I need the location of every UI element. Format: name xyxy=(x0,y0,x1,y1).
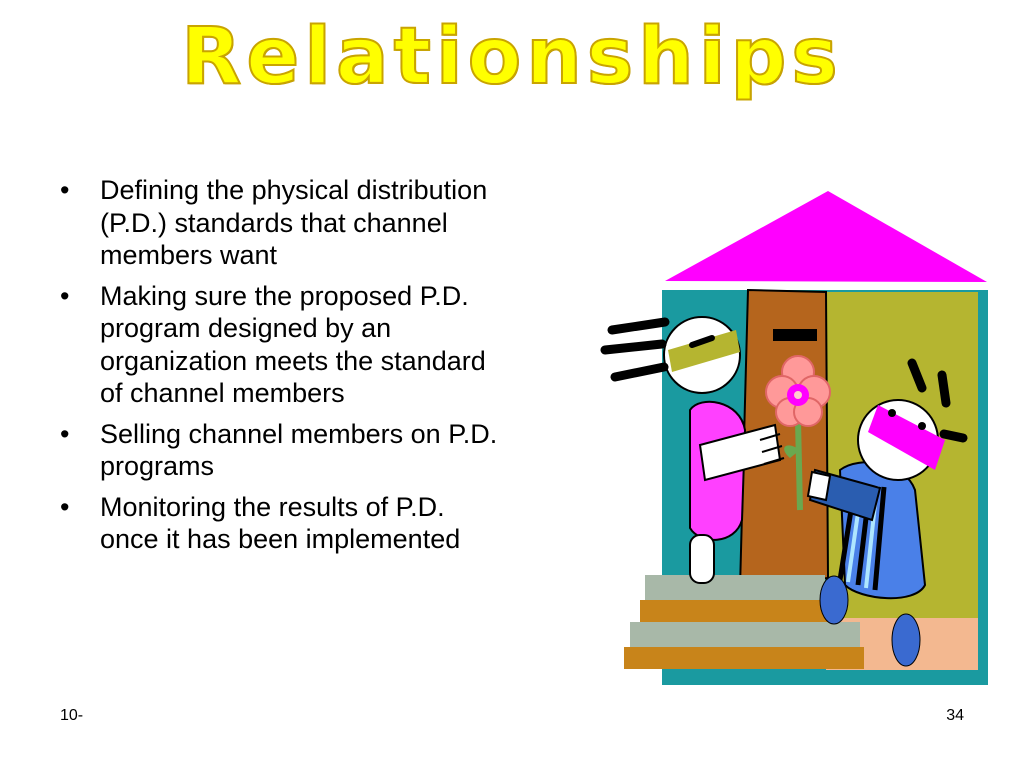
left-person-leg xyxy=(689,534,715,584)
bullet-text: Making sure the proposed P.D. program de… xyxy=(100,280,486,409)
bullet-list: • Defining the physical distribution (P.… xyxy=(58,174,498,564)
bullet-item: • Making sure the proposed P.D. program … xyxy=(58,280,498,410)
motion-lines-right xyxy=(907,358,968,443)
step-bottom-grey xyxy=(630,622,860,648)
right-person-foot xyxy=(819,575,849,625)
footer-page-number: 34 xyxy=(946,707,964,724)
bullet-item: • Selling channel members on P.D. progra… xyxy=(58,418,498,483)
right-person-headband xyxy=(868,405,945,470)
bullet-marker: • xyxy=(60,418,70,449)
bullet-item: • Monitoring the results of P.D. once it… xyxy=(58,491,498,556)
footer-chapter: 10- xyxy=(60,707,84,724)
slide-title: Relationships xyxy=(180,12,843,102)
left-person-headband xyxy=(668,330,740,372)
bullet-item: • Defining the physical distribution (P.… xyxy=(58,174,498,272)
bullet-marker: • xyxy=(60,491,70,522)
motion-lines-left xyxy=(600,317,670,382)
flower-leaf xyxy=(784,445,800,458)
left-person-eye xyxy=(689,335,715,348)
bullet-text: Defining the physical distribution (P.D.… xyxy=(100,175,488,270)
flower-center-dot xyxy=(794,391,802,399)
step-top-orange xyxy=(640,600,830,622)
left-person-fingers xyxy=(759,433,785,465)
roof-shape xyxy=(665,191,987,282)
house-door-flower-clipart xyxy=(600,191,988,685)
flower-stem xyxy=(795,419,803,511)
bullet-text: Monitoring the results of P.D. once it h… xyxy=(100,491,461,555)
bullet-marker: • xyxy=(60,175,70,205)
door-mail-slot xyxy=(773,329,817,341)
right-person-eye xyxy=(918,422,926,430)
step-bottom-orange xyxy=(624,647,864,669)
right-person-eye xyxy=(888,409,896,417)
right-person-hand xyxy=(806,470,832,502)
right-person-foot xyxy=(891,613,921,667)
bullet-text: Selling channel members on P.D. programs xyxy=(100,418,498,482)
bullet-marker: • xyxy=(60,280,70,311)
step-top-grey xyxy=(645,575,825,601)
